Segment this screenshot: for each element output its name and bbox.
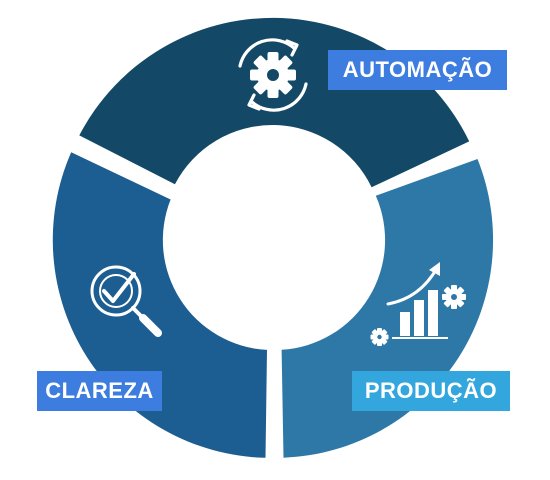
segment-automacao	[79, 17, 470, 188]
segment-producao	[281, 159, 494, 458]
label-producao: PRODUÇÃO	[352, 371, 510, 411]
gear-cycle-icon	[238, 38, 308, 112]
label-automacao: AUTOMAÇÃO	[328, 50, 507, 90]
growth-chart-gears-icon	[370, 262, 466, 346]
label-clareza: CLAREZA	[37, 371, 162, 411]
segment-clareza	[52, 152, 268, 458]
search-check-icon	[90, 265, 162, 337]
